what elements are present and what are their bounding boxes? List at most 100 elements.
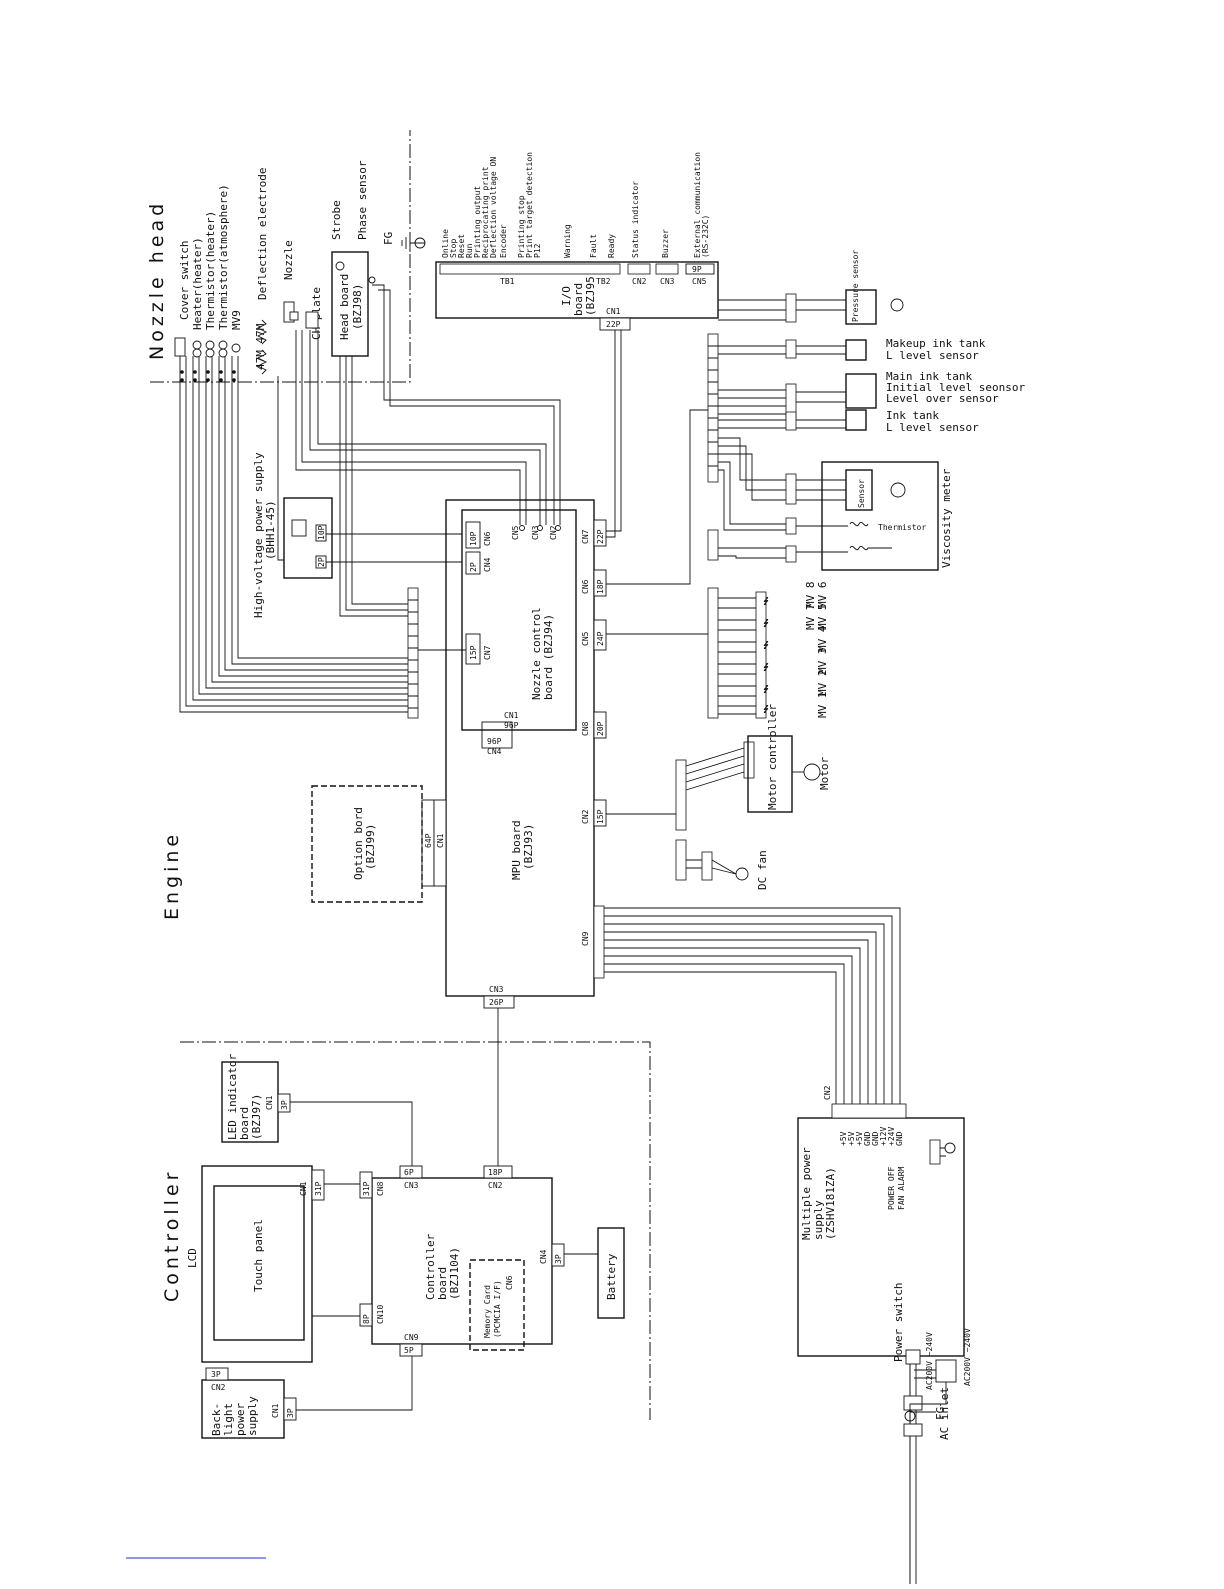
dc-fan-icon xyxy=(735,867,749,881)
nozzle-head-wiring xyxy=(179,284,561,719)
io-signal: Status indicator xyxy=(631,181,640,258)
led-cn1-label: CN1 xyxy=(265,1095,274,1110)
resistors-label: 47M 47M xyxy=(254,323,267,370)
mpu-cn4-label: CN4 xyxy=(487,747,502,756)
sensor-label: Sensor xyxy=(857,479,866,508)
strobe-icon xyxy=(335,261,345,271)
section-title-engine: Engine xyxy=(161,831,183,920)
ctrl-cn9-label: CN9 xyxy=(404,1333,419,1342)
led-board-label: LED indicator xyxy=(226,1054,239,1140)
io-signal: (RS-232C) xyxy=(701,215,710,258)
io-signal: Run xyxy=(465,243,474,258)
io-signal: Buzzer xyxy=(661,229,670,258)
ground-icon xyxy=(401,234,426,252)
fg-ground-icon xyxy=(904,1410,916,1422)
mpu-board-code: (BZJ93) xyxy=(522,824,535,870)
head-board xyxy=(331,251,369,357)
heater-coil-icon xyxy=(174,337,241,358)
valve-coil-icon xyxy=(763,596,769,714)
io-signal: Printing output xyxy=(473,186,482,258)
pressure-sensor-label: Pressure sensor xyxy=(851,250,860,322)
touch-panel-label: Touch panel xyxy=(252,1219,265,1292)
psu-rail: +24V xyxy=(887,1127,896,1146)
motor-controller-label: Motor controller xyxy=(766,704,779,810)
ctrl-cn4-label: CN4 xyxy=(539,1249,548,1264)
ctrl-cn2-label: CN2 xyxy=(488,1181,503,1190)
lcd-label: LCD xyxy=(186,1248,199,1268)
bl-cn2-label: CN2 xyxy=(211,1383,226,1392)
mpu-cn1-pins: 64P xyxy=(424,833,433,848)
battery-label: Battery xyxy=(605,1253,618,1300)
ac-inlet-label: AC inlet xyxy=(938,1387,951,1440)
mpu-cn7-pins: 22P xyxy=(596,529,605,544)
psu-power-off: POWER OFF xyxy=(887,1166,896,1210)
mpu-cn9-label: CN9 xyxy=(581,931,590,946)
ctrl-cn6-label: CN6 xyxy=(505,1275,514,1290)
io-signal: Reciprocating print xyxy=(481,166,490,258)
io-signal: External communication xyxy=(693,152,702,258)
thermistor-label: Thermistor xyxy=(878,523,926,532)
nc-cn5-label: CN5 xyxy=(511,525,520,540)
psu-code: (ZSHV181ZA) xyxy=(824,1167,837,1240)
mpu-cn1-label: CN1 xyxy=(436,833,445,848)
psu-title: Multiple power xyxy=(800,1147,813,1240)
io-signal: Print target detection xyxy=(525,152,534,258)
ctrl-cn8-label: CN8 xyxy=(376,1181,385,1196)
bl-cn1-label: CN1 xyxy=(271,1403,280,1418)
psu-rail: +5V xyxy=(847,1131,856,1146)
psu-rail: +12V xyxy=(879,1127,888,1146)
pressure-sensor-box xyxy=(845,289,877,325)
viscosity-meter: Viscosity meter Sensor Thermistor xyxy=(718,437,953,571)
main-initial-level-label: Initial level seonsor xyxy=(886,381,1025,394)
multiple-power-supply: CN2 Multiple power supply (ZSHV181ZA) +5… xyxy=(797,1085,965,1390)
ac-inlet-spec: AC200V ~240V xyxy=(963,1328,972,1386)
led-board-code: (BZJ97) xyxy=(250,1094,263,1140)
resistor-icon xyxy=(256,319,268,375)
phase-sensor-label: Phase sensor xyxy=(356,160,369,240)
section-title-nozzle-head: Nozzle head xyxy=(146,200,168,360)
io-cn5-pins: 9P xyxy=(692,265,702,274)
ac-inlet-connector xyxy=(935,1359,957,1383)
ctrl-cn10-label: CN10 xyxy=(376,1305,385,1324)
io-tb1-label: TB1 xyxy=(500,277,515,286)
nc-cn1-label: CN1 xyxy=(504,711,519,720)
controller-board xyxy=(371,1177,553,1345)
psu-rail: +5V xyxy=(855,1131,864,1146)
mpu-cn2-label: CN2 xyxy=(581,809,590,824)
motor-group: Motor controller Motor DC fan xyxy=(606,704,831,890)
led-cn1-pins: 3P xyxy=(280,1100,289,1110)
psu-ac-in: AC200V ~240V xyxy=(925,1332,934,1390)
io-board-code: (BZJ95) xyxy=(584,270,597,316)
head-board-code: (BZJ98) xyxy=(351,284,364,330)
io-signal: Fault xyxy=(589,234,598,258)
ctrl-cn9-pins: 5P xyxy=(404,1346,414,1355)
psu-rail: GND xyxy=(895,1131,904,1146)
ac-input: Power switch AC inlet AC200V ~240V FG xyxy=(892,1283,972,1589)
psu-fan-alarm: FAN ALARM xyxy=(897,1166,906,1210)
lcd xyxy=(201,1165,313,1363)
led-board-label2: board xyxy=(238,1107,251,1140)
strobe-label: Strobe xyxy=(330,200,343,240)
nozzle-label: Nozzle xyxy=(282,240,295,280)
nc-cn1-pins: 96P xyxy=(504,721,519,730)
valve-label: MV 1 xyxy=(816,692,829,719)
io-tb2-label: TB2 xyxy=(596,277,611,286)
memory-card-label: Memory Card xyxy=(483,1285,492,1338)
touch-panel xyxy=(213,1185,305,1341)
mpu-cn4-pins: 96P xyxy=(487,737,502,746)
io-to-mpu-wire xyxy=(604,330,616,538)
io-board-title: I/O xyxy=(560,286,573,306)
cover-switch-label: Cover switch xyxy=(178,241,191,320)
nc-cn4-label: CN4 xyxy=(483,557,492,572)
motor-label: Motor xyxy=(818,757,831,790)
mpu-cn6-pins: 18P xyxy=(596,579,605,594)
section-dividers xyxy=(150,130,651,1420)
controller-board-title: Controller xyxy=(424,1233,437,1300)
battery xyxy=(597,1227,625,1319)
io-cn5-label: CN5 xyxy=(692,277,707,286)
io-board: I/O board (BZJ95) CN1 22P TB1 TB2 CN2 CN… xyxy=(435,152,719,331)
high-voltage-power-supply: 10P 2P High-voltage power supply (BHH1-4… xyxy=(252,376,462,618)
backlight-label3: power xyxy=(234,1403,247,1436)
nozzle-head-components: Cover switch Heater(heater) Thermistor(h… xyxy=(174,160,426,382)
